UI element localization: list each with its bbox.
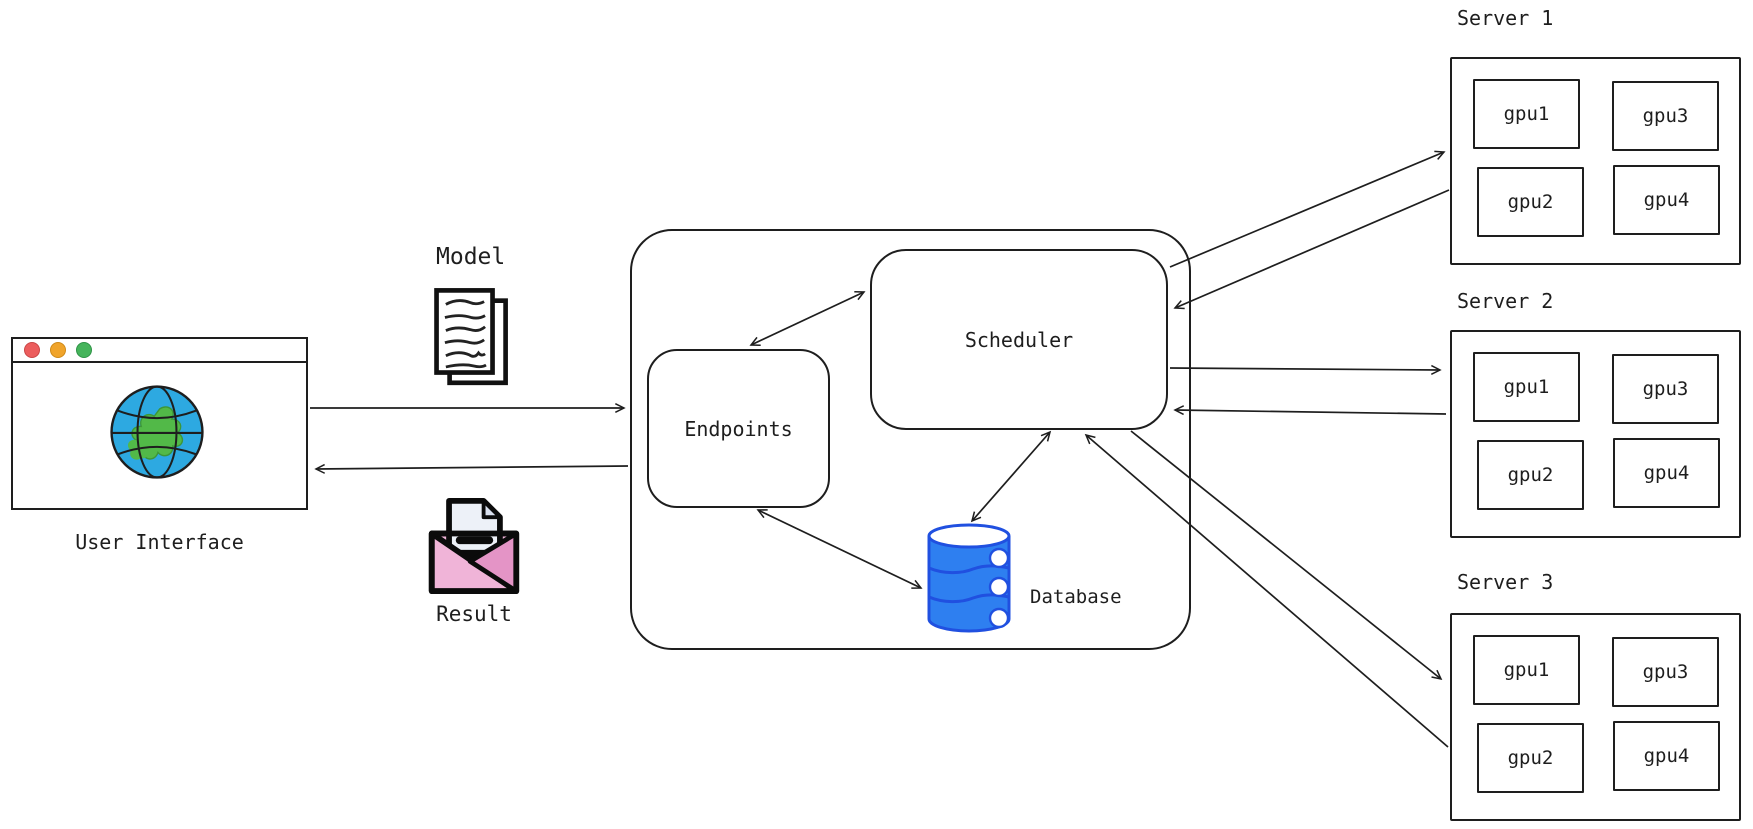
server2-label: Server 2 <box>1457 289 1554 313</box>
server3-label: Server 3 <box>1457 570 1554 594</box>
scheduler-label: Scheduler <box>964 327 1074 352</box>
gpu-label: gpu1 <box>1503 376 1550 398</box>
globe-icon <box>110 385 204 479</box>
endpoints-box: Endpoints <box>647 349 830 508</box>
server2-gpu4-box: gpu4 <box>1613 438 1720 508</box>
gpu-label: gpu1 <box>1503 103 1550 125</box>
gpu-label: gpu4 <box>1643 462 1690 484</box>
server3-gpu4-box: gpu4 <box>1613 721 1720 791</box>
gpu-label: gpu2 <box>1507 464 1554 486</box>
minimize-dot-icon <box>50 342 66 358</box>
gpu-label: gpu4 <box>1643 189 1690 211</box>
model-label: Model <box>436 244 506 270</box>
close-dot-icon <box>24 342 40 358</box>
edge-scheduler-to-server1 <box>1169 150 1446 268</box>
scheduler-box: Scheduler <box>870 249 1168 430</box>
browser-titlebar <box>13 339 306 363</box>
gpu-label: gpu4 <box>1643 745 1690 767</box>
server2-gpu1-box: gpu1 <box>1473 352 1580 422</box>
server2-box: gpu1 gpu3 gpu2 gpu4 <box>1450 330 1741 538</box>
gpu-label: gpu3 <box>1642 378 1689 400</box>
envelope-document-icon <box>428 498 520 594</box>
result-label: Result <box>436 602 512 626</box>
server1-gpu2-box: gpu2 <box>1477 167 1584 237</box>
browser-window <box>11 337 308 510</box>
gpu-label: gpu3 <box>1642 661 1689 683</box>
server3-gpu3-box: gpu3 <box>1612 637 1719 707</box>
gpu-label: gpu2 <box>1507 747 1554 769</box>
server1-gpu3-box: gpu3 <box>1612 81 1719 151</box>
database-cylinder-icon <box>927 523 1011 633</box>
server3-box: gpu1 gpu3 gpu2 gpu4 <box>1450 613 1741 821</box>
edge-server2-to-scheduler <box>1173 405 1447 416</box>
server1-label: Server 1 <box>1457 6 1554 30</box>
maximize-dot-icon <box>76 342 92 358</box>
gpu-label: gpu2 <box>1507 191 1554 213</box>
edge-platform-to-ui <box>314 463 629 474</box>
server1-box: gpu1 gpu3 gpu2 gpu4 <box>1450 57 1741 265</box>
server1-gpu4-box: gpu4 <box>1613 165 1720 235</box>
gpu-label: gpu1 <box>1503 659 1550 681</box>
gpu-label: gpu3 <box>1642 105 1689 127</box>
server2-gpu3-box: gpu3 <box>1612 354 1719 424</box>
server1-gpu1-box: gpu1 <box>1473 79 1580 149</box>
server3-gpu2-box: gpu2 <box>1477 723 1584 793</box>
edge-scheduler-to-server2 <box>1169 364 1442 375</box>
document-stack-icon <box>434 288 508 386</box>
endpoints-label: Endpoints <box>684 416 793 441</box>
server3-gpu1-box: gpu1 <box>1473 635 1580 705</box>
user-interface-label: User Interface <box>75 530 244 554</box>
edge-server1-to-scheduler <box>1173 189 1450 310</box>
server2-gpu2-box: gpu2 <box>1477 440 1584 510</box>
